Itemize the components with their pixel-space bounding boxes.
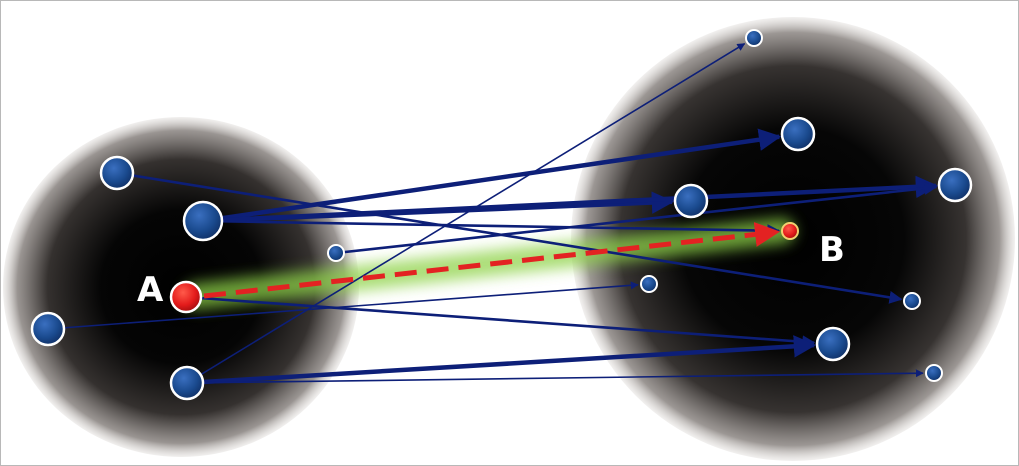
node-l3 — [327, 244, 345, 262]
node-r5 — [640, 275, 658, 293]
edge-L5-R1 — [186, 43, 746, 384]
edge-L5-R7 — [186, 335, 817, 386]
edge-L2-R4 — [202, 175, 939, 224]
node-r3 — [673, 183, 709, 219]
node-b — [781, 222, 799, 240]
edge-L2-B — [202, 219, 781, 238]
edge-L5-R8 — [186, 369, 924, 384]
node-l2 — [182, 200, 224, 242]
label-b: B — [819, 230, 845, 270]
clusters-layer — [3, 17, 1015, 461]
edge-A-R7 — [185, 295, 816, 349]
edge-L4-R5 — [47, 281, 639, 330]
node-a — [169, 280, 203, 314]
node-l5 — [169, 365, 205, 401]
label-a: A — [137, 270, 164, 310]
node-r8 — [925, 364, 943, 382]
edge-L2-R2 — [202, 128, 782, 224]
node-l4 — [30, 311, 66, 347]
nodes-layer — [30, 29, 973, 401]
node-r6 — [903, 292, 921, 310]
edge-L1-R6 — [116, 171, 903, 304]
edges-layer — [47, 43, 939, 386]
node-r4 — [937, 167, 973, 203]
node-r2 — [780, 116, 816, 152]
node-r1 — [745, 29, 763, 47]
edge-L3-R4 — [335, 181, 938, 255]
node-r7 — [815, 326, 851, 362]
node-l1 — [99, 155, 135, 191]
